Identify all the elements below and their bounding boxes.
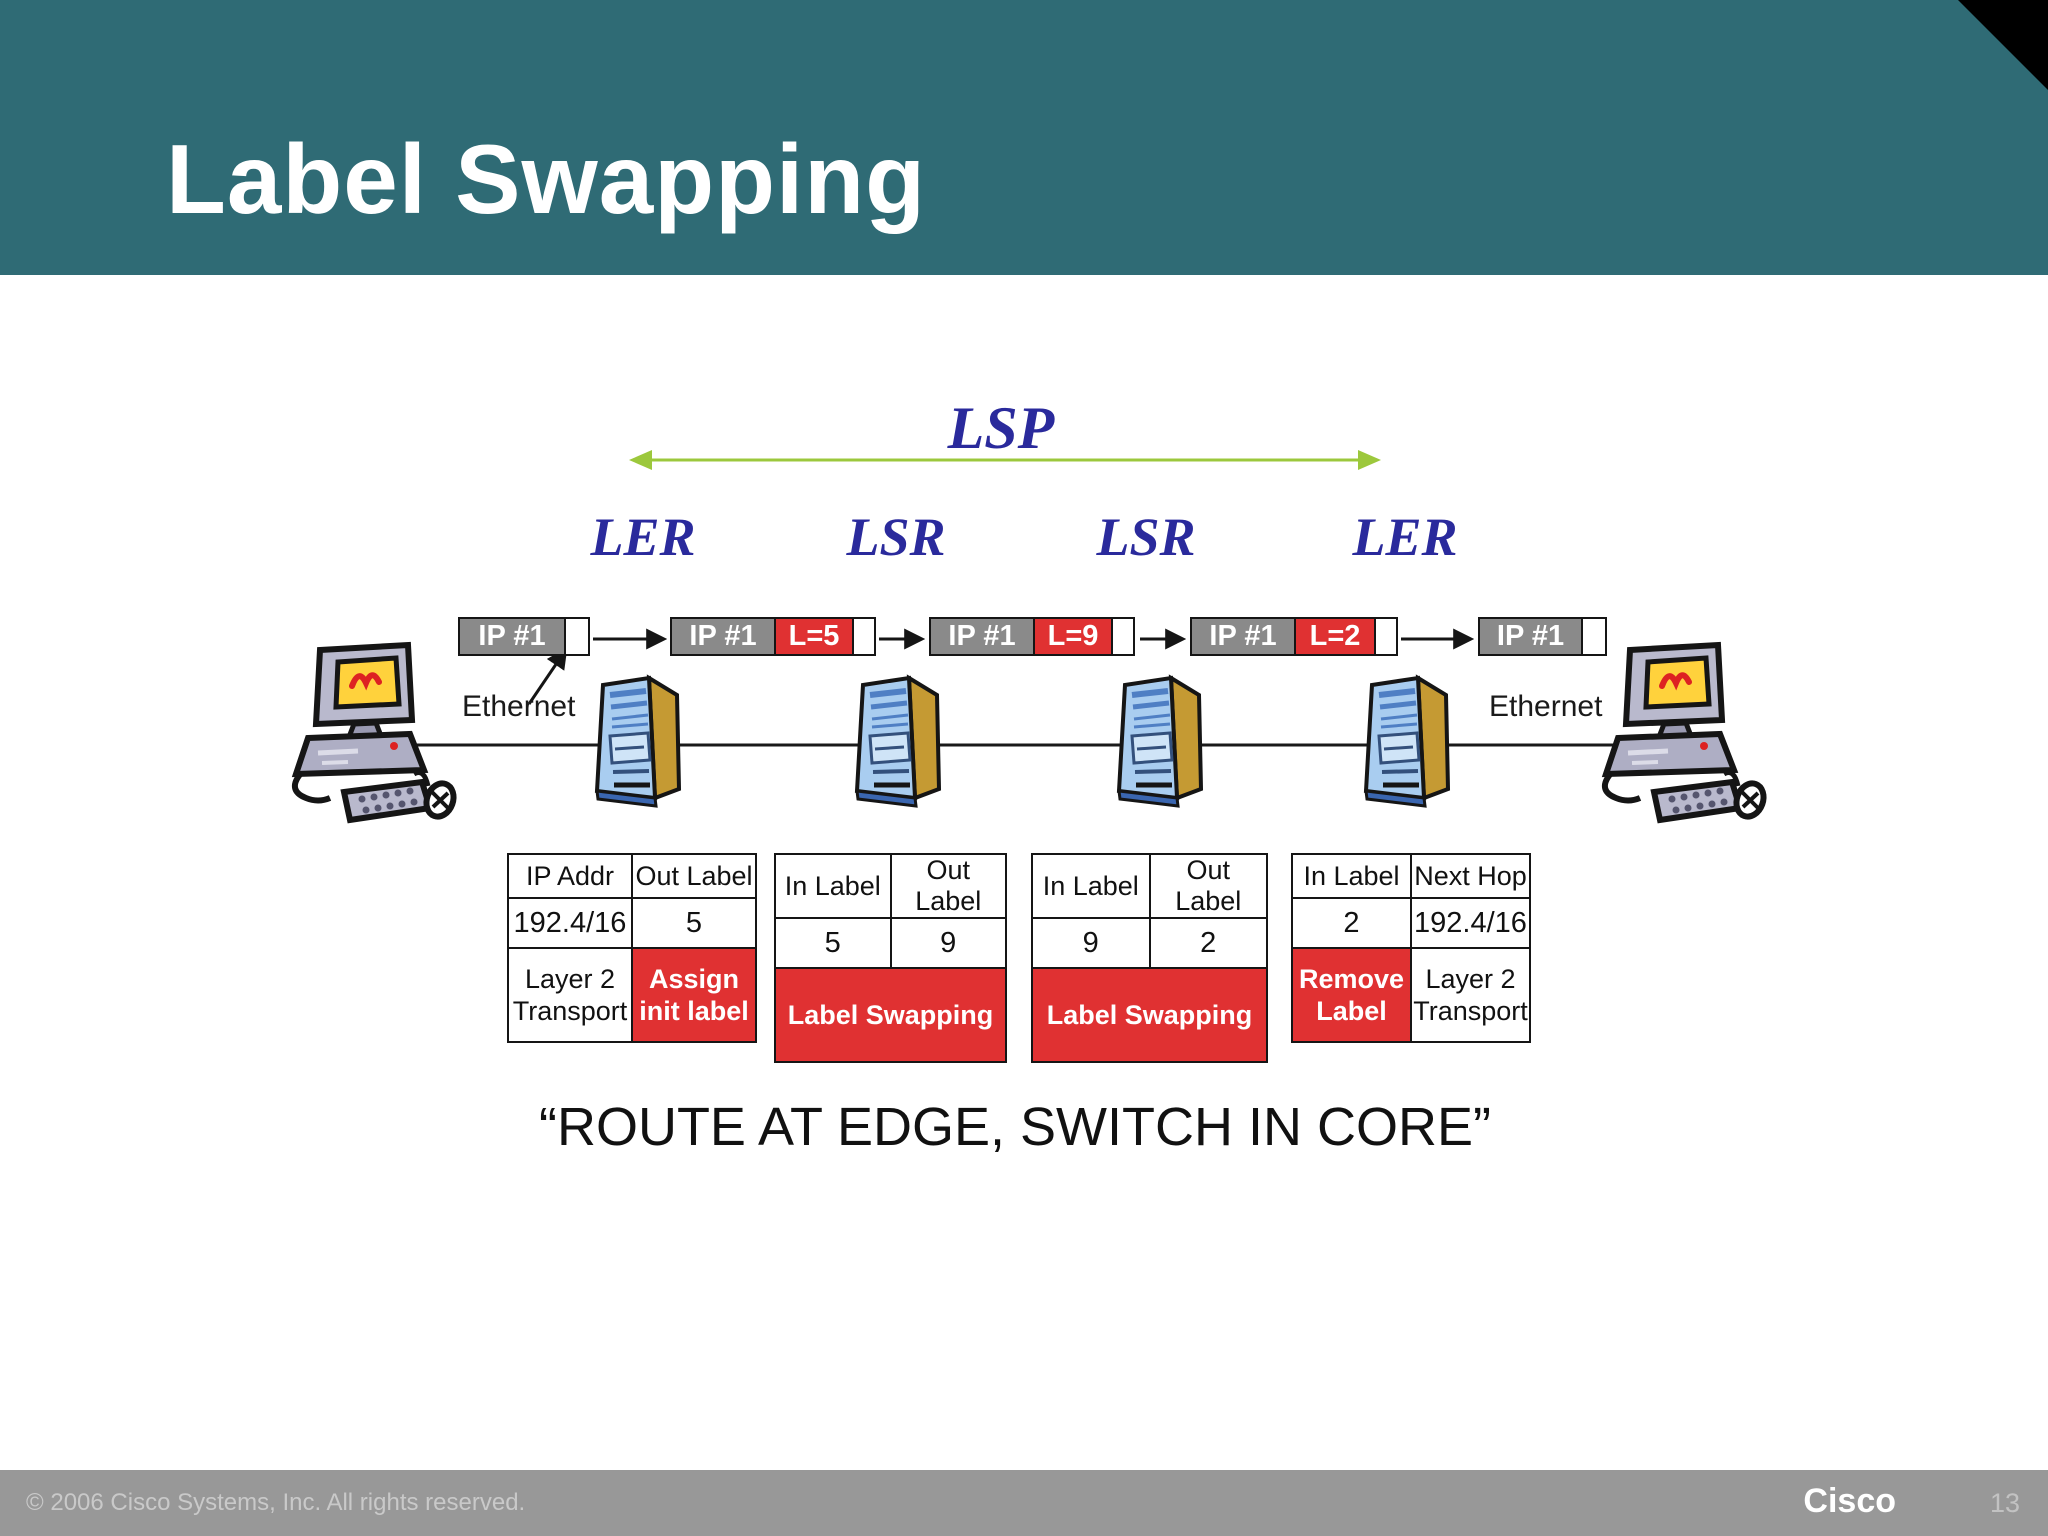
table-action-cell: Remove Label [1291, 947, 1412, 1043]
lsr2-table: In Label Out Label 9 2 Label Swapping [1031, 853, 1268, 1063]
router-label-ler-ingress: LER [590, 507, 696, 567]
table-action-cell: Layer 2 Transport [507, 947, 633, 1043]
table-action-cell: Label Swapping [774, 967, 1007, 1063]
packet-empty-label-slot [564, 619, 588, 654]
table-action-cell: Label Swapping [1031, 967, 1268, 1063]
desktop-computer-icon [295, 645, 458, 820]
router-label-lsr-2: LSR [1096, 507, 1196, 567]
ethernet-label-right: Ethernet [1489, 690, 1603, 723]
table-value-cell: 192.4/16 [507, 897, 633, 949]
page-number: 13 [1989, 1488, 2020, 1518]
page-title: Label Swapping [166, 124, 926, 234]
table-value-cell: 192.4/16 [1410, 897, 1531, 949]
lsr1-table: In Label Out Label 5 9 Label Swapping [774, 853, 1007, 1063]
packet-empty-label-slot [1111, 619, 1133, 654]
table-action-cell: Assign init label [631, 947, 757, 1043]
table-header-cell: In Label [1031, 853, 1151, 919]
table-value-cell: 2 [1291, 897, 1412, 949]
table-header-cell: Out Label [889, 853, 1007, 919]
packet-box-3: IP #1 L=9 [929, 617, 1135, 656]
packet-box-2: IP #1 L=5 [670, 617, 876, 656]
egress-ler-table: In Label Next Hop 2 192.4/16 Remove Labe… [1291, 853, 1531, 1043]
router-label-lsr-1: LSR [846, 507, 946, 567]
packet-empty-label-slot [852, 619, 874, 654]
lsp-label: LSP [947, 395, 1055, 461]
router-icon [857, 678, 939, 806]
table-header-cell: In Label [1291, 853, 1412, 899]
desktop-computer-icon [1605, 645, 1768, 820]
table-value-cell: 9 [1031, 917, 1151, 969]
ethernet-label-left: Ethernet [462, 690, 576, 723]
table-header-cell: In Label [774, 853, 892, 919]
cisco-logo-text: Cisco [1803, 1482, 1896, 1520]
table-value-cell: 2 [1148, 917, 1268, 969]
packet-box-1: IP #1 [458, 617, 590, 656]
copyright-text: © 2006 Cisco Systems, Inc. All rights re… [26, 1489, 526, 1516]
router-icon [1366, 678, 1448, 806]
packet-mpls-label: L=5 [774, 619, 852, 654]
table-header-cell: Out Label [631, 853, 757, 899]
router-icon [597, 678, 679, 806]
packet-ip-label: IP #1 [460, 619, 564, 654]
packet-box-4: IP #1 L=2 [1190, 617, 1398, 656]
packet-mpls-label: L=9 [1033, 619, 1111, 654]
table-value-cell: 5 [774, 917, 892, 969]
table-header-cell: IP Addr [507, 853, 633, 899]
packet-ip-label: IP #1 [672, 619, 774, 654]
router-label-ler-egress: LER [1352, 507, 1458, 567]
router-icon [1119, 678, 1201, 806]
slide-footer: © 2006 Cisco Systems, Inc. All rights re… [0, 1470, 2048, 1536]
table-value-cell: 9 [889, 917, 1007, 969]
packet-ip-label: IP #1 [1480, 619, 1581, 654]
corner-triangle-decoration [1958, 0, 2048, 90]
slide-quote: “ROUTE AT EDGE, SWITCH IN CORE” [538, 1097, 1492, 1157]
table-header-cell: Out Label [1148, 853, 1268, 919]
packet-mpls-label: L=2 [1294, 619, 1374, 654]
table-header-cell: Next Hop [1410, 853, 1531, 899]
packet-empty-label-slot [1581, 619, 1605, 654]
packet-ip-label: IP #1 [931, 619, 1033, 654]
ingress-ler-table: IP Addr Out Label 192.4/16 5 Layer 2 Tra… [507, 853, 757, 1043]
packet-box-5: IP #1 [1478, 617, 1607, 656]
slide-header: Label Swapping [0, 0, 2048, 275]
table-action-cell: Layer 2 Transport [1410, 947, 1531, 1043]
table-value-cell: 5 [631, 897, 757, 949]
packet-ip-label: IP #1 [1192, 619, 1294, 654]
packet-empty-label-slot [1374, 619, 1396, 654]
